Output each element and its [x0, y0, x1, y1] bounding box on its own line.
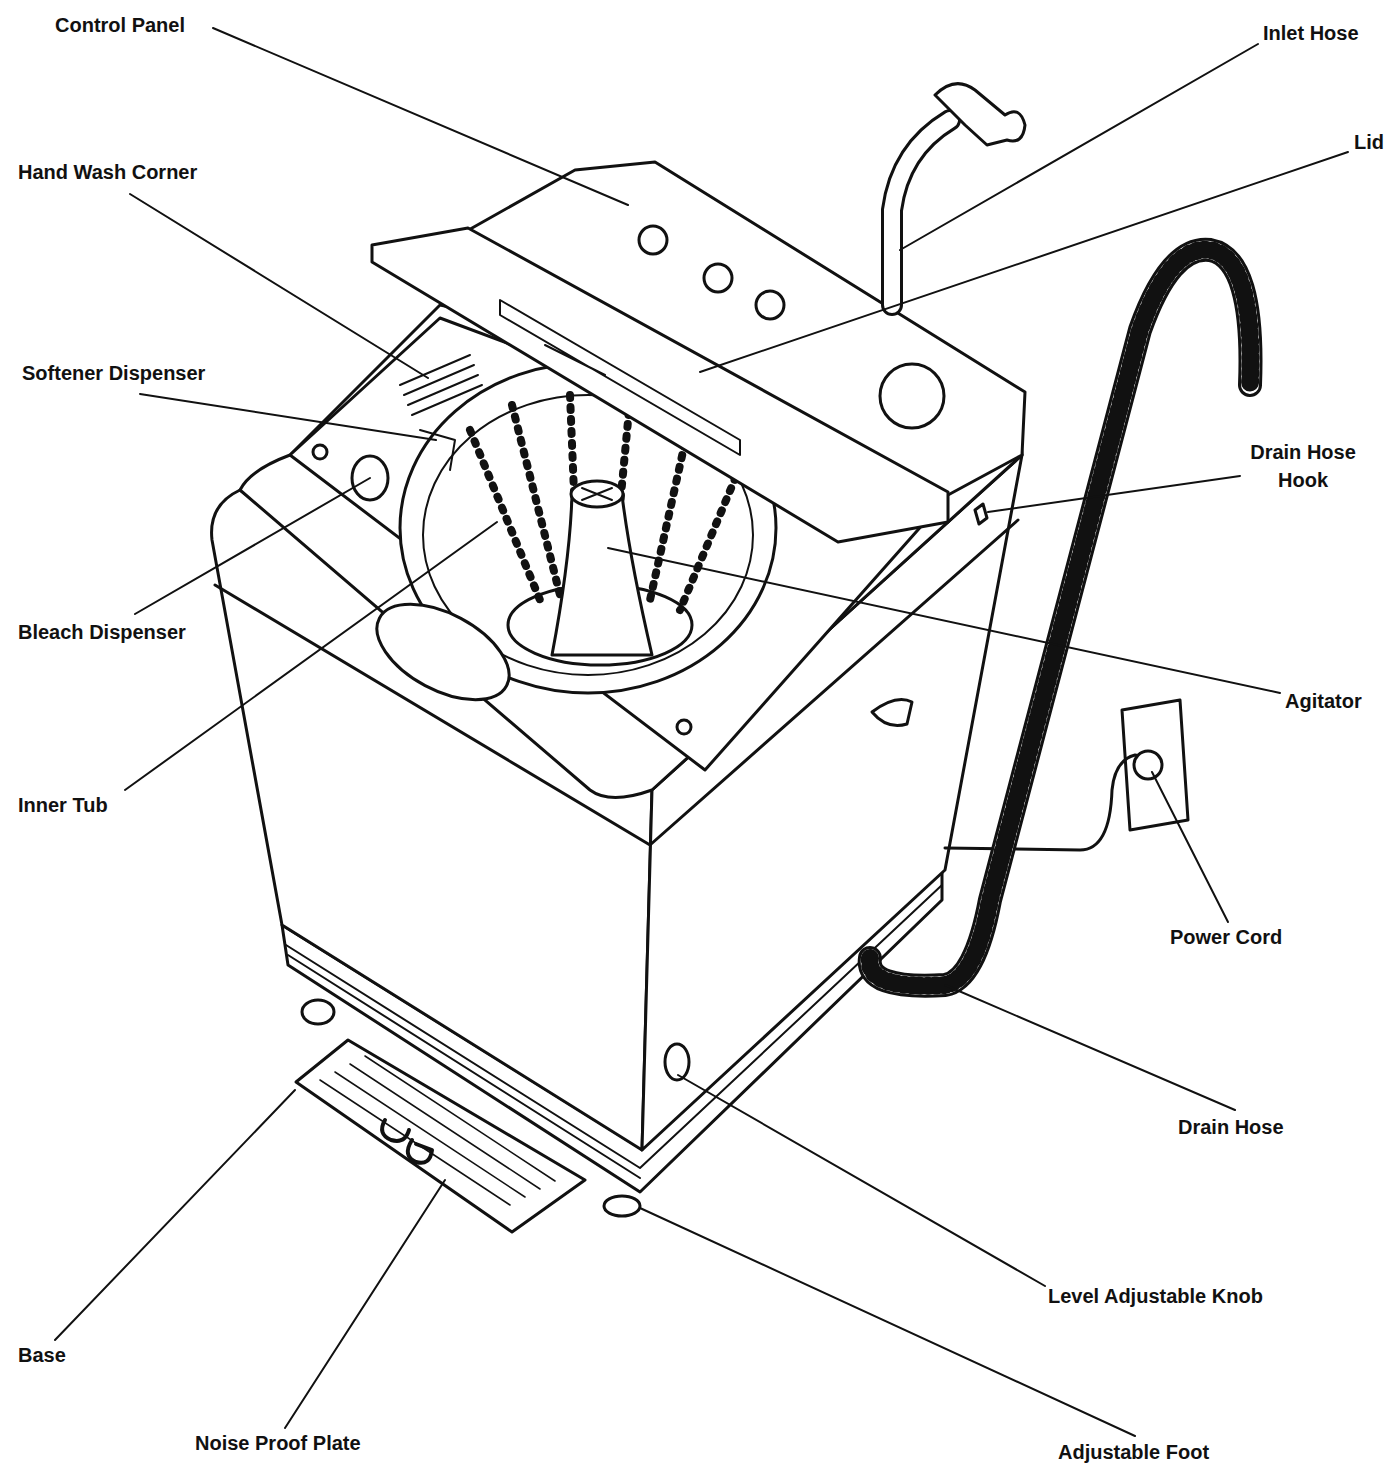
leader-lines — [55, 28, 1348, 1436]
part-label: Drain Hose Hook — [1236, 438, 1370, 494]
leader-line — [945, 985, 1235, 1110]
plate-logo — [382, 1120, 432, 1163]
control-knob — [704, 264, 732, 292]
part-label: Base — [18, 1341, 66, 1369]
softener-dispenser — [420, 430, 455, 470]
level-knob — [665, 1044, 689, 1080]
leader-line — [1152, 772, 1228, 922]
drain-hose-hook — [975, 504, 987, 524]
leader-line — [678, 1075, 1045, 1286]
part-label: Agitator — [1285, 687, 1362, 715]
agitator-cross — [582, 488, 612, 500]
leader-line — [135, 478, 370, 614]
part-label: Drain Hose — [1178, 1113, 1284, 1141]
inlet-hose — [892, 120, 950, 305]
faucet — [935, 84, 1025, 145]
inlet-hose-inner — [892, 120, 950, 305]
part-label: Inner Tub — [18, 791, 108, 819]
foot — [604, 1196, 640, 1216]
hand-wash-corner — [400, 355, 482, 415]
part-label: Hand Wash Corner — [18, 158, 197, 186]
part-label: Inlet Hose — [1263, 19, 1359, 47]
leader-line — [988, 476, 1240, 512]
power-cord — [945, 755, 1160, 850]
part-label: Bleach Dispenser — [18, 618, 186, 646]
power-plug — [1134, 751, 1162, 779]
agitator — [552, 495, 652, 655]
control-knob — [756, 291, 784, 319]
leader-line — [213, 28, 628, 205]
start-button — [880, 364, 944, 428]
part-label: Power Cord — [1170, 923, 1282, 951]
power-outlet — [1122, 700, 1188, 830]
lid — [372, 228, 948, 542]
lid-detail — [500, 300, 740, 455]
leader-line — [55, 1090, 295, 1340]
leader-line — [640, 1208, 1135, 1436]
leader-line — [608, 548, 1280, 693]
leader-line — [900, 44, 1258, 250]
agitator-cap — [571, 481, 623, 507]
control-knob — [639, 226, 667, 254]
front-window — [362, 585, 525, 720]
leader-line — [125, 522, 497, 790]
part-label: Noise Proof Plate — [195, 1429, 361, 1457]
part-label: Level Adjustable Knob — [1048, 1282, 1263, 1310]
part-label: Softener Dispenser — [22, 359, 205, 387]
leader-line — [140, 394, 436, 440]
part-label: Adjustable Foot — [1058, 1438, 1209, 1466]
leader-line — [285, 1180, 445, 1428]
leader-line — [700, 152, 1348, 372]
deck-hole — [313, 445, 327, 459]
leader-line — [130, 194, 428, 378]
deck-hole — [677, 720, 691, 734]
side-handle — [872, 700, 912, 726]
foot — [302, 1000, 334, 1024]
part-label: Lid — [1354, 128, 1384, 156]
part-label: Control Panel — [55, 11, 185, 39]
